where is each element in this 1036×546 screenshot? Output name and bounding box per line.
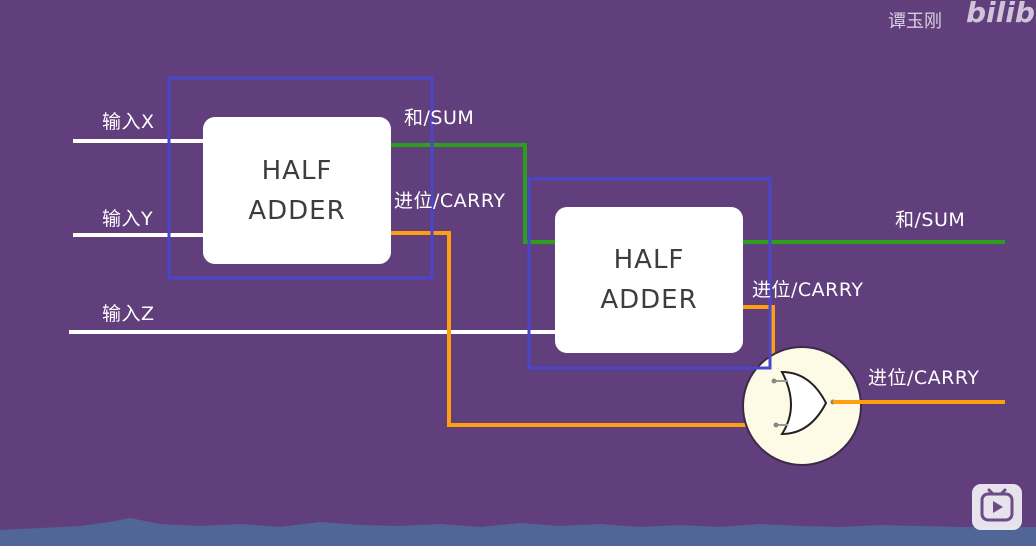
adder1-outline (167, 76, 434, 280)
bilibili-logo: bilibili (966, 0, 1036, 29)
or-carry-out-label: 进位/CARRY (868, 367, 980, 389)
wire-carry-1 (390, 231, 776, 427)
wire-sum-1 (390, 143, 556, 244)
half-adder-2: HALF ADDER (555, 207, 743, 353)
player-button[interactable] (972, 484, 1022, 530)
or-gate-icon (780, 370, 828, 436)
half-adder-2-line1: HALF (613, 245, 685, 275)
half-adder-2-line2: ADDER (600, 285, 698, 315)
input-y-label: 输入Y (102, 208, 154, 230)
or-gate-pin-bottom (773, 422, 779, 428)
input-x-label: 输入X (102, 111, 155, 133)
half-adder-1: HALF ADDER (203, 117, 391, 264)
adder2-carry-label: 进位/CARRY (752, 279, 864, 301)
adder1-sum-label: 和/SUM (404, 107, 475, 129)
adder1-carry-label: 进位/CARRY (394, 190, 506, 212)
input-z-label: 输入Z (102, 303, 155, 325)
half-adder-1-line1: HALF (261, 155, 333, 186)
half-adder-1-line2: ADDER (248, 195, 346, 226)
author-watermark: 谭玉刚 (888, 11, 942, 32)
play-icon (980, 488, 1014, 522)
adder2-outline (527, 177, 772, 370)
adder2-sum-label: 和/SUM (895, 209, 966, 231)
or-gate-pin-top (771, 378, 777, 384)
bottom-waveform (0, 518, 1036, 546)
